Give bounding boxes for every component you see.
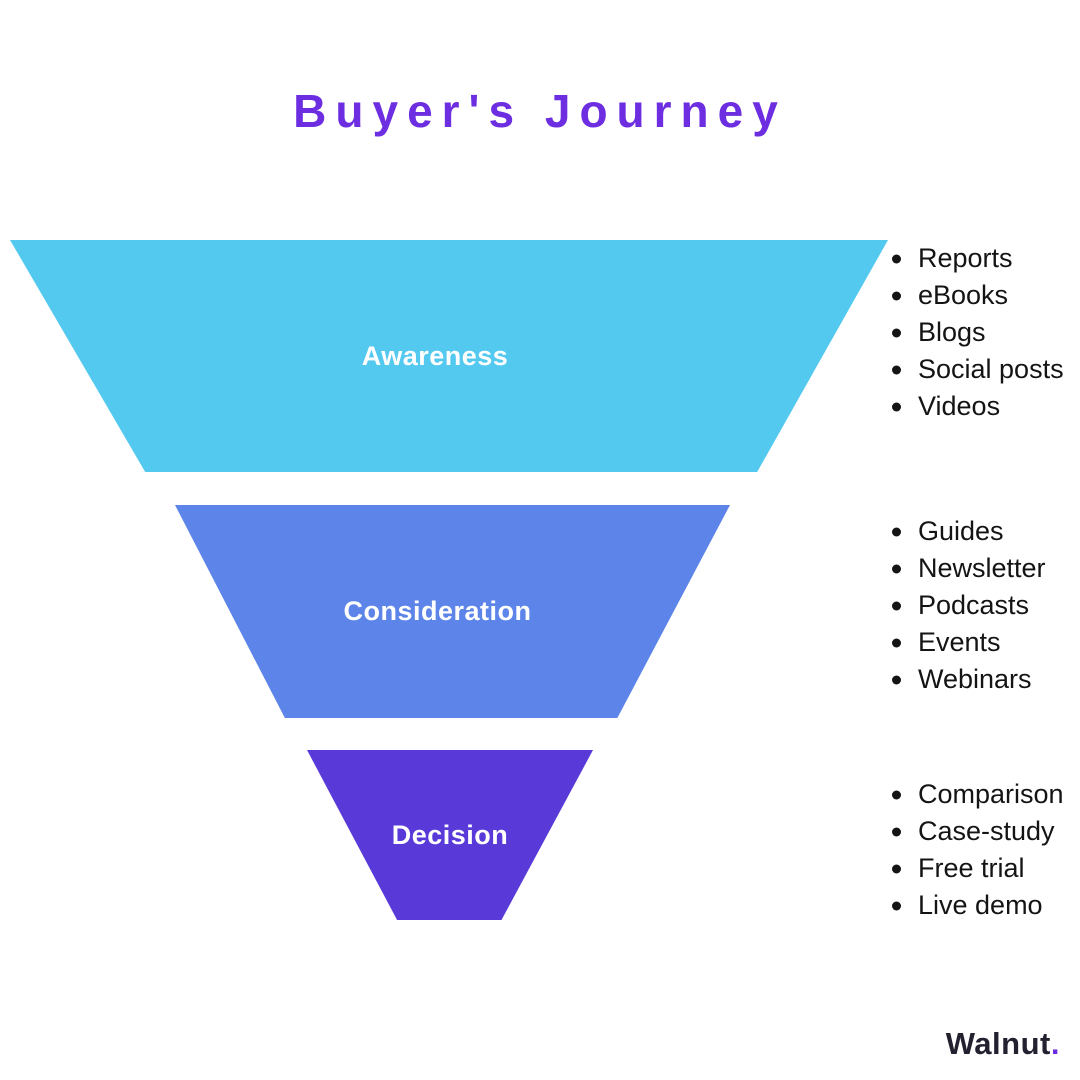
list-item: Newsletter bbox=[890, 550, 1080, 587]
awareness-items-list: Reports eBooks Blogs Social posts Videos bbox=[890, 240, 1080, 425]
brand-dot: . bbox=[1050, 1026, 1060, 1061]
funnel-stage-consideration-label: Consideration bbox=[343, 596, 532, 626]
brand-name: Walnut bbox=[945, 1026, 1051, 1061]
list-item: Reports bbox=[890, 240, 1080, 277]
list-item: eBooks bbox=[890, 277, 1080, 314]
list-item: Case-study bbox=[890, 813, 1080, 850]
funnel-stage-decision: Decision bbox=[307, 750, 593, 920]
list-item: Comparison bbox=[890, 776, 1080, 813]
consideration-items-list: Guides Newsletter Podcasts Events Webina… bbox=[890, 513, 1080, 698]
list-item: Podcasts bbox=[890, 587, 1080, 624]
list-item: Free trial bbox=[890, 850, 1080, 887]
list-item: Webinars bbox=[890, 661, 1080, 698]
list-item: Guides bbox=[890, 513, 1080, 550]
page-title: Buyer's Journey bbox=[293, 85, 787, 137]
funnel-stage-consideration: Consideration bbox=[175, 505, 730, 718]
list-item: Blogs bbox=[890, 314, 1080, 351]
list-item: Events bbox=[890, 624, 1080, 661]
decision-items-list: Comparison Case-study Free trial Live de… bbox=[890, 776, 1080, 924]
funnel-stage-awareness-label: Awareness bbox=[361, 340, 509, 371]
list-item: Live demo bbox=[890, 887, 1080, 924]
brand-logo: Walnut. bbox=[946, 1026, 1060, 1062]
list-item: Videos bbox=[890, 388, 1080, 425]
list-item: Social posts bbox=[890, 351, 1080, 388]
funnel-stage-awareness: Awareness bbox=[10, 240, 888, 472]
funnel-stage-decision-label: Decision bbox=[391, 819, 509, 850]
